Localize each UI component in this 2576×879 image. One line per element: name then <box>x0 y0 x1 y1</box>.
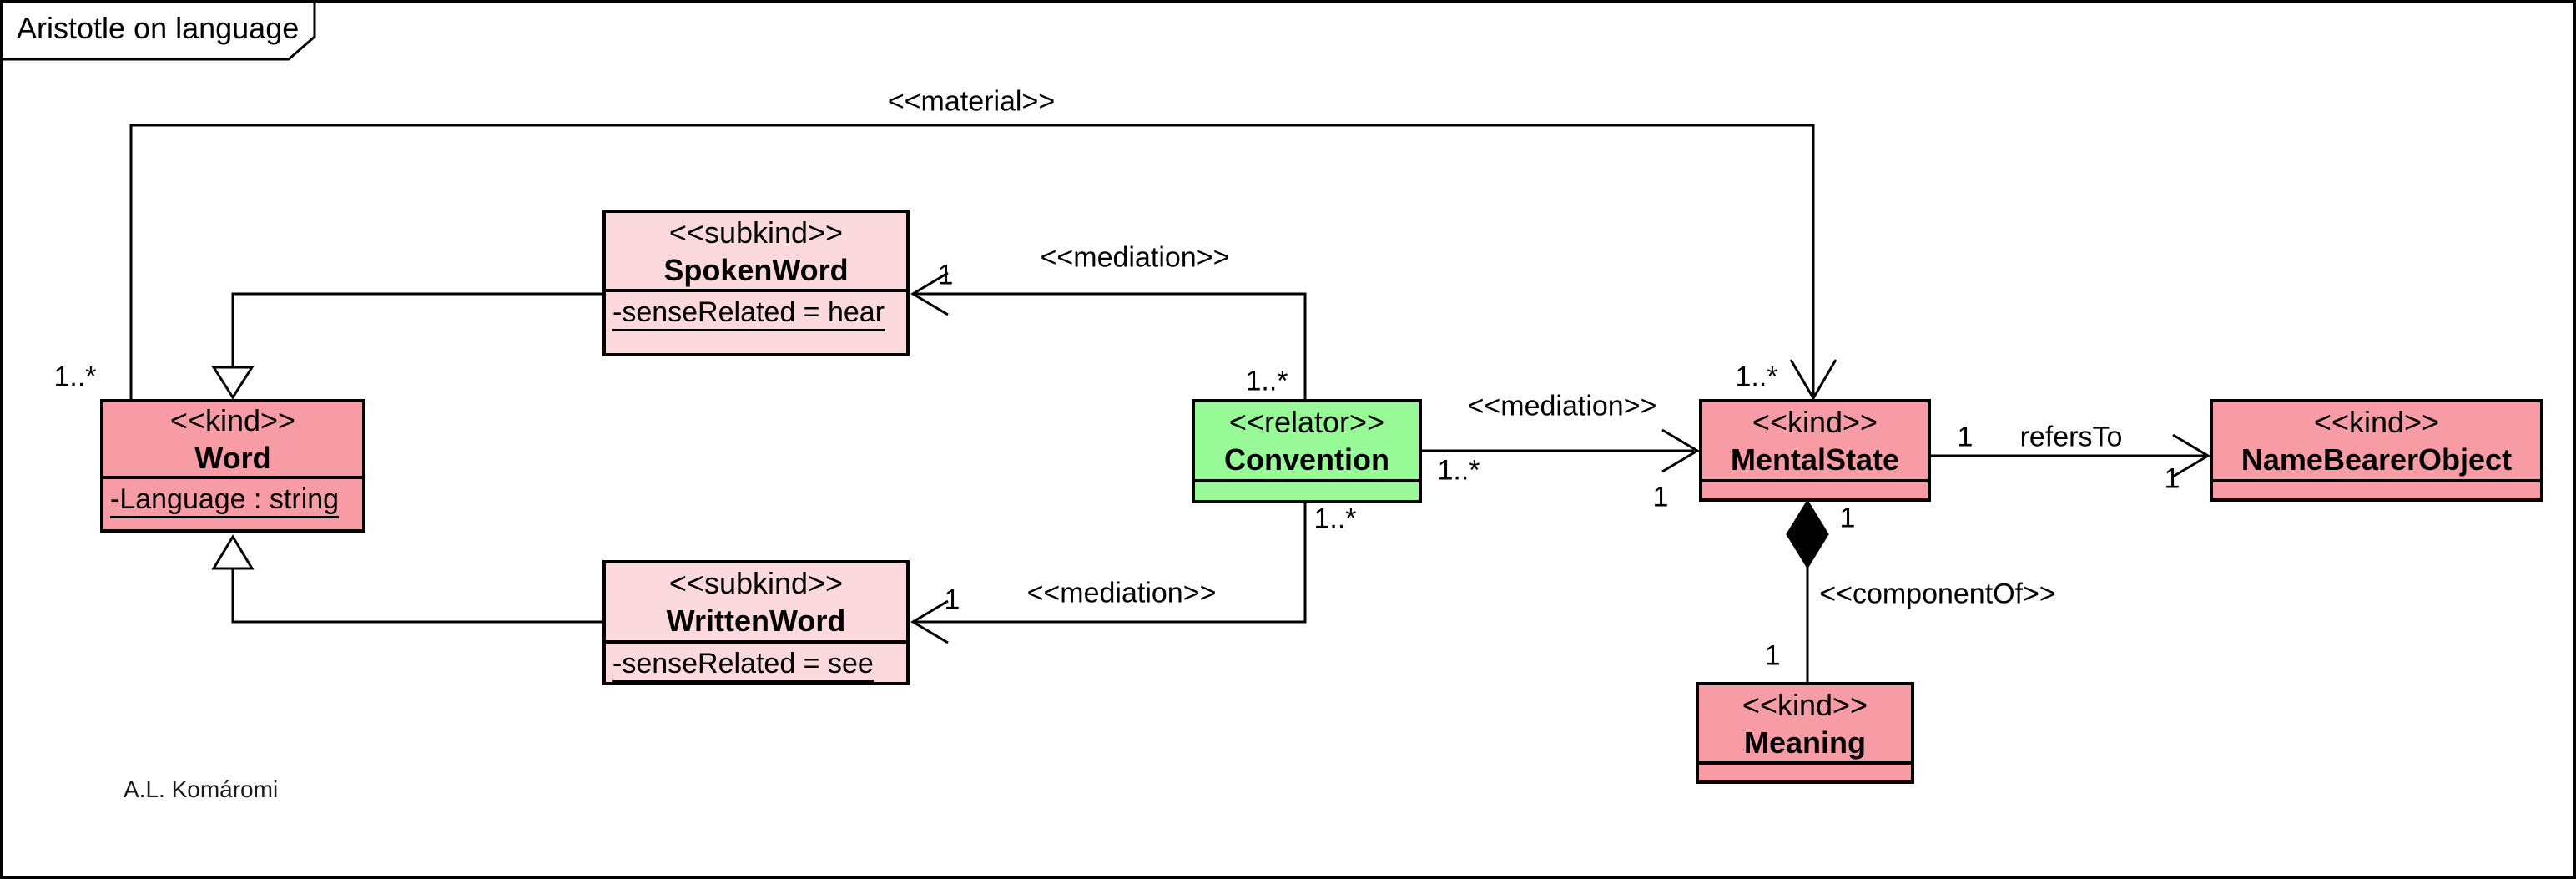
class-spokenword-attributes: -senseRelated = hear <box>606 289 906 353</box>
class-spokenword-attribute: -senseRelated = hear <box>612 296 885 331</box>
mediation-spokenword-mult-target: 1 <box>937 259 954 291</box>
mediation-mentalstate-label: <<mediation>> <box>1467 390 1657 422</box>
class-word[interactable]: <<kind>> Word -Language : string <box>100 399 365 533</box>
class-convention[interactable]: <<relator>> Convention <box>1192 399 1422 503</box>
class-spokenword-stereotype: <<subkind>> <box>668 215 844 250</box>
mediation-mentalstate-mult-target: 1 <box>1652 481 1669 513</box>
class-writtenword-stereotype: <<subkind>> <box>668 566 844 600</box>
class-writtenword[interactable]: <<subkind>> WrittenWord -senseRelated = … <box>602 560 910 685</box>
generalization-spokenword-line <box>231 292 603 367</box>
class-writtenword-attribute: -senseRelated = see <box>612 648 874 683</box>
class-namebearerobject[interactable]: <<kind>> NameBearerObject <box>2210 399 2543 502</box>
generalization-spokenword-triangle <box>211 366 255 400</box>
frame-title-tab <box>0 0 316 61</box>
class-meaning-attributes <box>1699 761 1911 780</box>
class-mentalstate-attributes <box>1702 479 1928 498</box>
generalization-writtenword-triangle <box>211 534 255 570</box>
frame-title: Aristotle on language <box>17 11 300 45</box>
mediation-spokenword-label: <<mediation>> <box>1040 241 1230 274</box>
class-convention-name: Convention <box>1224 442 1389 477</box>
material-mult-mentalstate: 1..* <box>1735 361 1778 393</box>
class-spokenword[interactable]: <<subkind>> SpokenWord -senseRelated = h… <box>602 210 910 356</box>
mediation-writtenword-mult-convention: 1..* <box>1313 503 1357 535</box>
class-writtenword-name: WrittenWord <box>666 604 846 638</box>
class-namebearerobject-stereotype: <<kind>> <box>2313 405 2440 439</box>
mediation-writtenword-line <box>915 503 1307 624</box>
mediation-writtenword-label: <<mediation>> <box>1026 577 1217 609</box>
author-credit: A.L. Komáromi <box>124 776 279 802</box>
refersto-mult-object: 1 <box>2164 462 2180 495</box>
class-word-attribute: -Language : string <box>110 483 340 518</box>
refersto-mult-mentalstate: 1 <box>1957 421 1974 453</box>
class-mentalstate-name: MentalState <box>1730 442 1900 477</box>
class-namebearerobject-attributes <box>2213 479 2540 498</box>
componentof-mult-whole: 1 <box>1839 502 1856 534</box>
class-meaning[interactable]: <<kind>> Meaning <box>1696 682 1914 784</box>
mediation-mentalstate-arrowhead <box>1661 428 1700 473</box>
class-spokenword-name: SpokenWord <box>663 252 849 287</box>
material-mult-word: 1..* <box>53 361 97 393</box>
class-namebearerobject-name-compartment: <<kind>> NameBearerObject <box>2213 402 2540 479</box>
class-word-stereotype: <<kind>> <box>169 403 296 437</box>
material-association-line <box>129 124 1815 399</box>
class-word-attributes: -Language : string <box>103 476 362 529</box>
generalization-writtenword-line <box>231 568 603 624</box>
class-convention-name-compartment: <<relator>> Convention <box>1195 402 1419 479</box>
class-word-name: Word <box>194 441 271 475</box>
class-convention-attributes <box>1195 479 1419 500</box>
class-word-name-compartment: <<kind>> Word <box>103 402 362 476</box>
componentof-label: <<componentOf>> <box>1819 578 2056 610</box>
mediation-spokenword-mult-convention: 1..* <box>1245 365 1288 397</box>
class-mentalstate-stereotype: <<kind>> <box>1752 405 1878 439</box>
material-arrowhead <box>1789 359 1837 401</box>
mediation-writtenword-arrowhead <box>910 599 949 644</box>
mediation-mentalstate-mult-convention: 1..* <box>1437 454 1480 487</box>
class-mentalstate-name-compartment: <<kind>> MentalState <box>1702 402 1928 479</box>
class-meaning-name-compartment: <<kind>> Meaning <box>1699 685 1911 761</box>
class-writtenword-attributes: -senseRelated = see <box>606 640 906 683</box>
material-label: <<material>> <box>887 85 1056 118</box>
mediation-writtenword-mult-target: 1 <box>944 583 960 616</box>
class-writtenword-name-compartment: <<subkind>> WrittenWord <box>606 563 906 640</box>
componentof-mult-part: 1 <box>1764 639 1781 672</box>
mediation-spokenword-line <box>915 292 1307 399</box>
class-spokenword-name-compartment: <<subkind>> SpokenWord <box>606 213 906 289</box>
class-namebearerobject-name: NameBearerObject <box>2241 442 2513 477</box>
refersto-label: refersTo <box>2019 421 2123 453</box>
class-meaning-stereotype: <<kind>> <box>1742 687 1868 722</box>
class-mentalstate[interactable]: <<kind>> MentalState <box>1699 399 1931 502</box>
mediation-spokenword-arrowhead <box>910 271 949 316</box>
class-convention-stereotype: <<relator>> <box>1228 405 1385 439</box>
componentof-diamond <box>1786 499 1829 569</box>
refersto-arrowhead <box>2172 433 2211 478</box>
class-meaning-name: Meaning <box>1743 725 1866 760</box>
